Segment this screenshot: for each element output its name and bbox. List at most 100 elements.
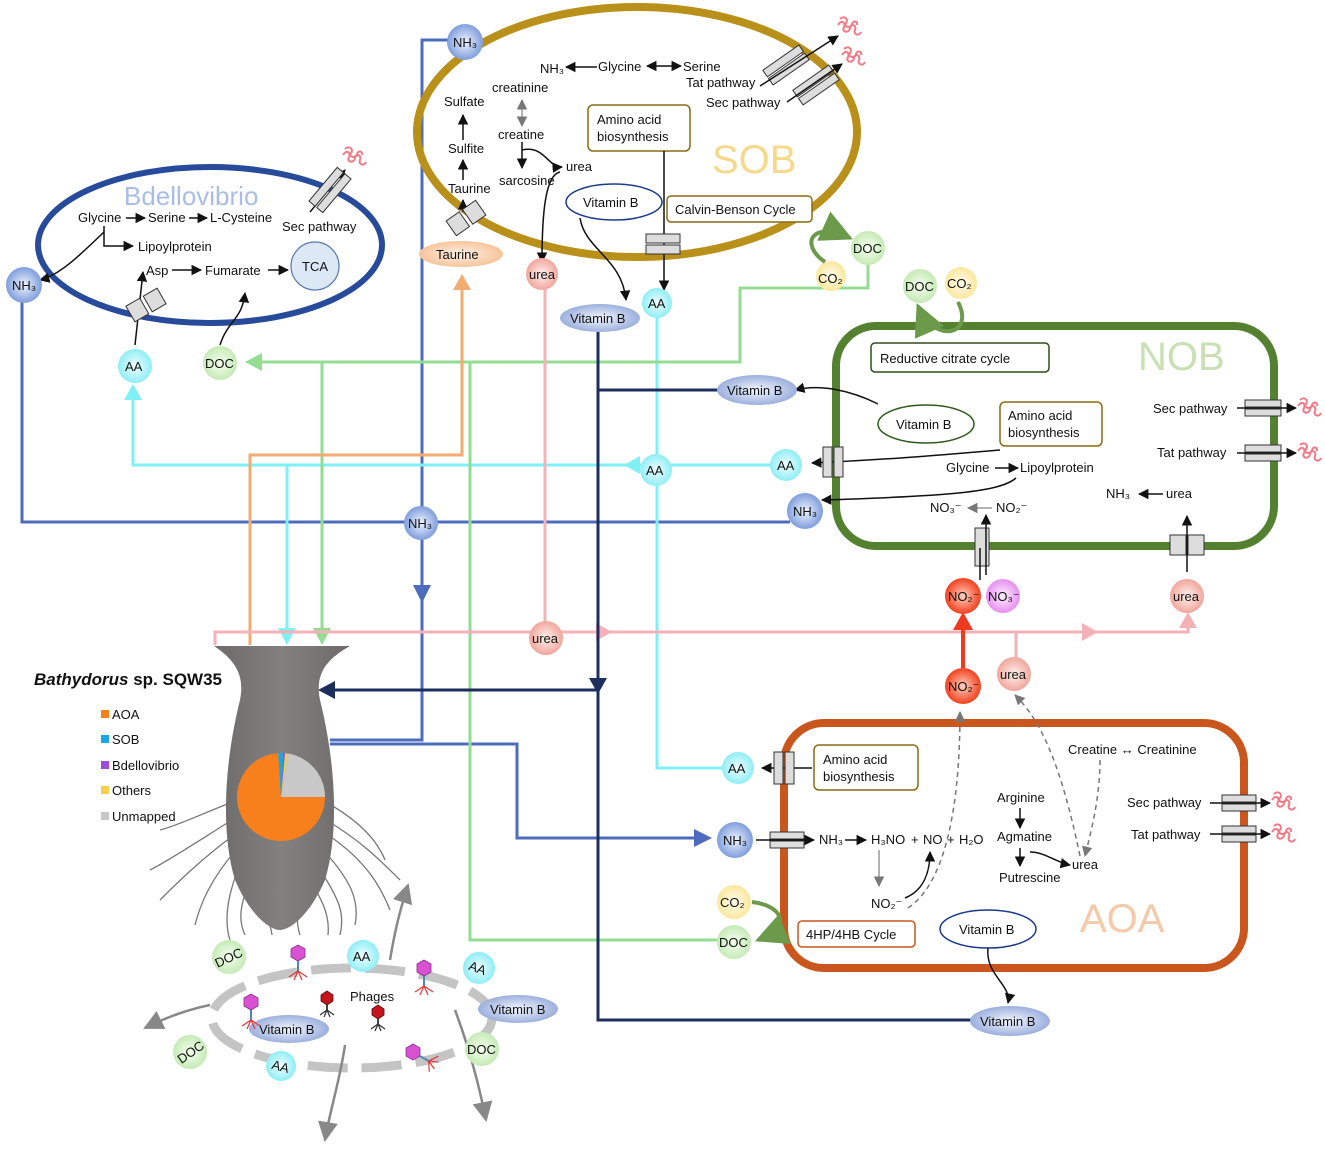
sob-sarcosine: sarcosine [499, 173, 555, 188]
sob-tat-label: Tat pathway [686, 75, 756, 90]
nematode-title: Bathydorus sp. SQW35 [34, 670, 222, 689]
sob-transporter-taurine [445, 199, 487, 237]
node-no2-aoa: NO₂⁻ [948, 679, 979, 694]
bdello-tca: TCA [302, 259, 328, 274]
aoa-cycle: 4HP/4HB Cycle [806, 927, 896, 942]
bdello-cysteine: L-Cysteine [210, 210, 272, 225]
aoa-plus-2: + [947, 832, 955, 847]
sob-nh3: NH₃ [540, 61, 564, 76]
bdello-flagellum [342, 146, 367, 166]
aoa-flagellum-1 [1271, 791, 1296, 811]
aoa-flagellum-2 [1271, 823, 1296, 843]
nematode-pie [237, 753, 326, 842]
sob-sulfite: Sulfite [448, 141, 484, 156]
nob-amino-acid-2: biosynthesis [1008, 425, 1080, 440]
aoa-urea-inner: urea [1072, 857, 1099, 872]
node-urea-mid: urea [532, 631, 559, 646]
nob-vitamin-b: Vitamin B [896, 417, 951, 432]
sob-creatinine: creatinine [492, 80, 548, 95]
aoa-nh3: NH₃ [819, 832, 843, 847]
nob-transporter-no2 [974, 513, 992, 580]
ring-vitb-1: Vitamin B [259, 1022, 314, 1037]
nob-lipoyl: Lipoylprotein [1020, 460, 1094, 475]
node-no3-nob: NO₃⁻ [988, 589, 1020, 604]
phage-red-2 [370, 1004, 386, 1032]
node-urea-nob: urea [1173, 589, 1200, 604]
pie-slice-aoa [237, 753, 326, 842]
aoa-putrescine: Putrescine [999, 870, 1060, 885]
phage-1 [288, 944, 308, 981]
sob-glycine: Glycine [598, 59, 641, 74]
sob-serine: Serine [683, 59, 721, 74]
nob-sec-label: Sec pathway [1153, 401, 1228, 416]
aoa-co2: CO₂ [720, 895, 745, 910]
sob-urea-inner: urea [566, 159, 593, 174]
nob-nh3: NH₃ [1106, 486, 1130, 501]
nob-tat-label: Tat pathway [1157, 445, 1227, 460]
bdello-glycine: Glycine [78, 210, 121, 225]
aoa-transporter-sec [1221, 794, 1257, 812]
phage-2 [241, 993, 261, 1030]
aoa-plus-1: + [911, 832, 919, 847]
ring-aa-2: AA [467, 958, 489, 978]
aoa-no: NO [923, 832, 943, 847]
nob-transporter-aa [822, 446, 844, 478]
aoa-title: AOA [1080, 897, 1165, 941]
legend-others: Others [112, 783, 152, 798]
node-urea-sob: urea [529, 267, 556, 282]
aoa-creatine-pair: Creatine ↔ Creatinine [1068, 742, 1197, 757]
pie-slice-others [281, 753, 288, 797]
sob-vitamin-b: Vitamin B [583, 195, 638, 210]
node-vitb-sob: Vitamin B [570, 311, 625, 326]
nob-flagellum-1 [1297, 397, 1322, 417]
bdello-title: Bdellovibrio [124, 181, 258, 211]
node-aa-aoa: AA [728, 761, 746, 776]
ring-aa-1: AA [353, 949, 371, 964]
nob-no2: NO₂⁻ [996, 500, 1027, 515]
aoa-no2: NO₂⁻ [871, 896, 902, 911]
legend-bdellovibrio: Bdellovibrio [112, 758, 179, 773]
sob-flagellum-1 [837, 16, 862, 36]
node-bdello-nh3: NH₃ [12, 278, 36, 293]
aoa-doc: DOC [719, 935, 748, 950]
sob-calvin: Calvin-Benson Cycle [675, 202, 796, 217]
bdello-asp: Asp [146, 263, 168, 278]
node-aa-mid: AA [646, 463, 664, 478]
nematode: Bathydorus sp. SQW35 AOA SOB Bdel [34, 646, 401, 941]
nob-co2: CO₂ [947, 276, 972, 291]
aoa-tat-label: Tat pathway [1131, 827, 1201, 842]
bdello-transporter-aa [125, 287, 167, 323]
node-vitb-nob: Vitamin B [727, 383, 782, 398]
sob-taurine-inner: Taurine [448, 181, 491, 196]
phage-ring: DOC AA AA Phages Vitamin B Vitamin B DOC… [143, 883, 558, 1142]
sob-transporter-aa [645, 233, 681, 255]
nob-flagellum-2 [1297, 442, 1322, 462]
legend-unmapped: Unmapped [112, 809, 176, 824]
legend-sob: SOB [112, 732, 139, 747]
aoa-vitamin-b: Vitamin B [959, 922, 1014, 937]
pie-slice-bdellovibrio [281, 753, 286, 797]
ring-vitb-2: Vitamin B [490, 1002, 545, 1017]
aoa-h3no: H₃NO [871, 832, 905, 847]
node-urea-aoa: urea [1000, 667, 1027, 682]
node-taurine: Taurine [436, 247, 479, 262]
phage-red-1 [319, 990, 335, 1018]
node-vitb-aoa: Vitamin B [980, 1014, 1035, 1029]
nob-amino-acid-1: Amino acid [1008, 408, 1072, 423]
nob-transporter-urea [1169, 514, 1205, 572]
bdello-fumarate: Fumarate [205, 263, 261, 278]
sob-doc: DOC [853, 241, 882, 256]
sob-creatine: creatine [498, 127, 544, 142]
sob-amino-acid-1: Amino acid [597, 112, 661, 127]
nob-title: NOB [1138, 335, 1225, 379]
nob-transporter-tat [1244, 444, 1282, 462]
nematode-legend: AOA SOB Bdellovibrio Others Unmapped [101, 707, 179, 824]
node-nh3-mid: NH₃ [408, 516, 432, 531]
node-doc-left: DOC [205, 356, 234, 371]
sob-flagellum-2 [841, 46, 866, 66]
sob-sec-label: Sec pathway [706, 95, 781, 110]
aoa-transporter-aa [773, 751, 795, 785]
nob-reductive: Reductive citrate cycle [880, 351, 1010, 366]
nob-doc: DOC [905, 279, 934, 294]
bdello-lipoyl: Lipoylprotein [138, 239, 212, 254]
